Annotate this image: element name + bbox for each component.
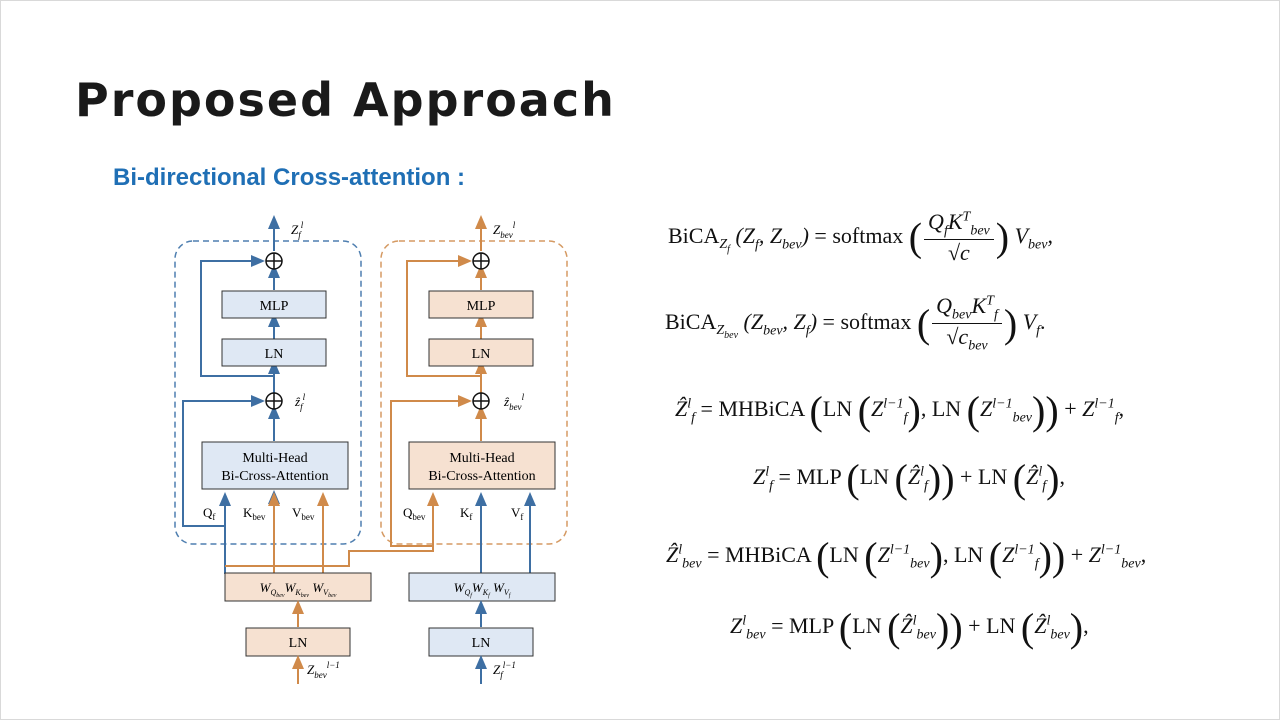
bev-input-label: Zbevl−1 — [307, 660, 340, 680]
right-branch: Multi-Head Bi-Cross-Attention ẑbevl LN M… — [225, 215, 556, 574]
right-output-label: Zbevl — [493, 220, 516, 240]
bi-cross-attention-diagram: Multi-Head Bi-Cross-Attention ẑfl LN MLP… — [174, 215, 568, 684]
slide-title: Proposed Approach — [75, 73, 616, 127]
bev-ln-box — [245, 627, 351, 657]
left-mlp-box — [221, 290, 327, 319]
left-branch-frame — [174, 240, 362, 545]
left-ln-box — [221, 338, 327, 367]
bev-input-stack: WQbevWKbev WVbev LN Zbevl−1 — [224, 572, 372, 684]
equation-zhat-f: Ẑlf = MHBiCA (LN (Zl−1f), LN (Zl−1bev)) … — [675, 388, 1125, 433]
equation-z-f: Zlf = MLP (LN (Ẑlf)) + LN (Ẑlf), — [753, 456, 1065, 501]
right-ln-label: LN — [472, 347, 491, 362]
left-ln-label: LN — [265, 347, 284, 362]
right-mlp-box — [428, 290, 534, 319]
left-output-label: Zfl — [291, 220, 304, 240]
left-input-q: Qf — [203, 505, 215, 522]
left-input-v: Vbev — [292, 505, 315, 522]
right-mlp-label: MLP — [467, 299, 496, 314]
right-input-v: Vf — [511, 505, 523, 522]
slide-subtitle: Bi-directional Cross-attention : — [113, 164, 466, 191]
left-mhbica-box — [201, 441, 349, 490]
left-mlp-label: MLP — [260, 299, 289, 314]
f-input-label: Zfl−1 — [493, 660, 516, 680]
right-input-k: Kf — [460, 505, 472, 522]
equation-z-bev: Zlbev = MLP (LN (Ẑlbev)) + LN (Ẑlbev), — [730, 605, 1089, 650]
right-mhbica-line2: Bi-Cross-Attention — [428, 469, 535, 484]
f-ln-box — [428, 627, 534, 657]
left-mhbica-line2: Bi-Cross-Attention — [221, 469, 328, 484]
equation-bica-bev: BiCAZbev (Zbev, Zf) = softmax (QbevKTf√c… — [665, 293, 1046, 354]
equation-bica-f: BiCAZf (Zf, Zbev) = softmax (QfKTbev√c) … — [668, 209, 1053, 266]
right-mhbica-box — [408, 441, 556, 490]
f-projection-box — [408, 572, 556, 602]
right-input-q: Qbev — [403, 505, 426, 522]
left-branch: Multi-Head Bi-Cross-Attention ẑfl LN MLP… — [182, 215, 349, 574]
left-residual-label: ẑfl — [294, 392, 306, 412]
equation-zhat-bev: Ẑlbev = MHBiCA (LN (Zl−1bev), LN (Zl−1f)… — [666, 534, 1147, 579]
right-residual-label: ẑbevl — [503, 392, 525, 412]
left-input-k: Kbev — [243, 505, 266, 522]
bev-ln-label: LN — [289, 636, 308, 651]
left-mhbica-line1: Multi-Head — [242, 451, 307, 466]
right-mhbica-line1: Multi-Head — [449, 451, 514, 466]
f-input-stack: WQfWKf WVf LN Zfl−1 — [408, 572, 556, 684]
right-branch-frame — [380, 240, 568, 545]
right-ln-box — [428, 338, 534, 367]
f-ln-label: LN — [472, 636, 491, 651]
